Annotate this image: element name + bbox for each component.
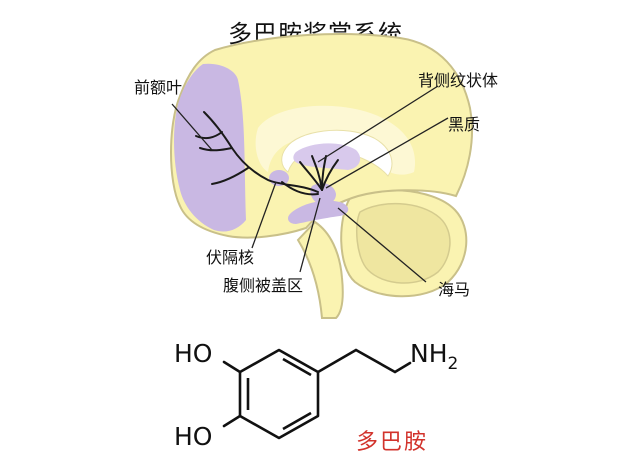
ring-double-3 bbox=[282, 411, 312, 431]
group-amine: NH2 bbox=[410, 339, 458, 374]
leader-vta bbox=[299, 197, 321, 273]
molecule-name: 多巴胺 bbox=[356, 430, 429, 455]
label-nucleus-accumbens: 伏隔核 bbox=[206, 248, 255, 267]
group-oh-bottom: HO bbox=[174, 422, 212, 451]
brainstem-shape bbox=[296, 220, 344, 319]
pathway-striatal-2 bbox=[321, 155, 327, 191]
leader-substantia-nigra bbox=[325, 117, 449, 189]
label-vta: 腹侧被盖区 bbox=[223, 276, 304, 295]
label-substantia-nigra: 黑质 bbox=[448, 115, 481, 134]
leader-prefrontal bbox=[171, 103, 213, 151]
pathway-branch-3 bbox=[195, 131, 223, 140]
cingulate-band bbox=[255, 105, 416, 175]
bond-oh-bottom bbox=[222, 414, 242, 428]
pathway-striatal-4 bbox=[299, 161, 323, 191]
leader-striatum bbox=[317, 85, 439, 163]
group-oh-top: HO bbox=[174, 339, 212, 368]
pathway-striatal-3 bbox=[321, 159, 339, 191]
label-prefrontal: 前额叶 bbox=[134, 78, 183, 97]
dopamine-pathways bbox=[195, 111, 339, 196]
corpus-callosum bbox=[281, 129, 393, 177]
ring-outline bbox=[238, 348, 320, 440]
molecule-bonds bbox=[222, 348, 412, 428]
benzene-ring bbox=[238, 348, 320, 440]
pathway-mesocortical bbox=[203, 111, 319, 193]
vta-region bbox=[310, 183, 336, 205]
cerebellum-inner bbox=[355, 202, 451, 284]
bond-oh-top bbox=[222, 360, 242, 374]
label-striatum: 背侧纹状体 bbox=[418, 71, 499, 90]
pathway-branch-1 bbox=[199, 147, 233, 152]
pathway-branch-2 bbox=[211, 167, 249, 185]
hippocampus-region bbox=[288, 200, 349, 224]
pathway-mesolimbic bbox=[281, 181, 319, 196]
ethyl-chain bbox=[316, 348, 412, 374]
leader-lines bbox=[171, 85, 449, 283]
leader-hippocampus bbox=[337, 207, 427, 283]
ring-double-2 bbox=[282, 357, 312, 377]
label-hippocampus: 海马 bbox=[438, 280, 471, 299]
leader-accumbens bbox=[251, 181, 277, 249]
